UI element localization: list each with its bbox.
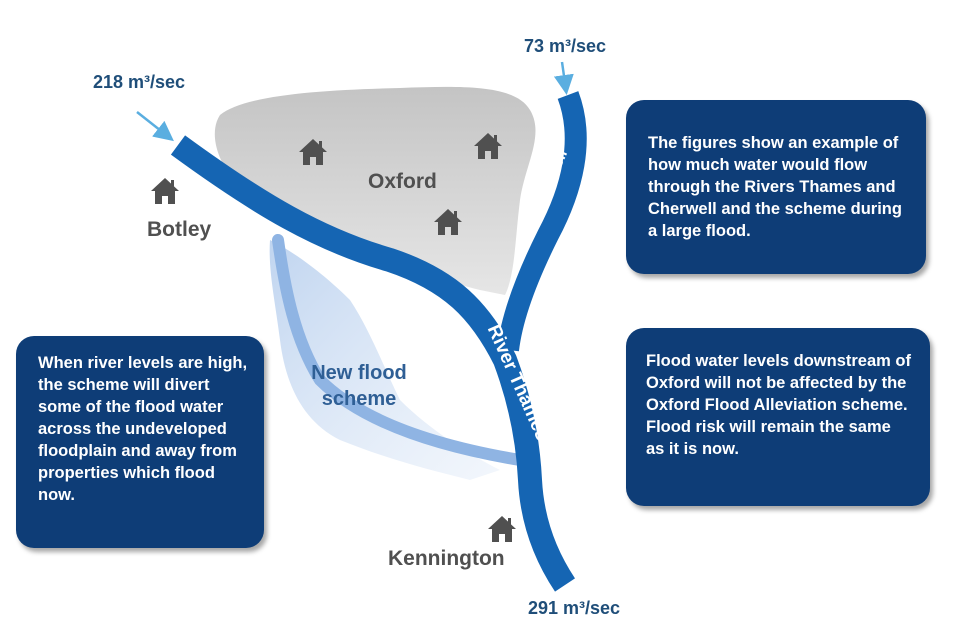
- scheme-label-line1: New flood: [311, 362, 407, 384]
- flood-scheme-channel: [272, 234, 526, 466]
- cherwell-inflow-label: 73 m³/sec: [524, 36, 607, 56]
- cherwell-inflow-arrow: [553, 61, 574, 95]
- house-icon: [299, 139, 327, 165]
- thames-inflow-arrow: [136, 111, 174, 142]
- thames-inflow-label: 218 m³/sec: [93, 72, 186, 92]
- house-icon: [474, 133, 502, 159]
- house-icon: [488, 516, 516, 542]
- river-cherwell: [497, 91, 587, 352]
- kennington-label: Kennington: [388, 547, 505, 570]
- house-icon: [434, 209, 462, 235]
- scheme-label: New flood scheme: [289, 360, 429, 412]
- info-box-figures: The figures show an example of how much …: [626, 100, 926, 274]
- info-box-downstream: Flood water levels downstream of Oxford …: [626, 328, 930, 506]
- oxford-label: Oxford: [368, 170, 437, 193]
- house-icon: [151, 178, 179, 204]
- botley-label: Botley: [147, 218, 212, 241]
- thames-outflow-label: 291 m³/sec: [528, 598, 621, 618]
- river-thames: [170, 135, 576, 592]
- info-box-diversion: When river levels are high, the scheme w…: [16, 336, 264, 548]
- scheme-label-line2: scheme: [321, 388, 397, 410]
- flood-scheme-area: [269, 240, 500, 480]
- oxford-urban-area: [214, 86, 536, 295]
